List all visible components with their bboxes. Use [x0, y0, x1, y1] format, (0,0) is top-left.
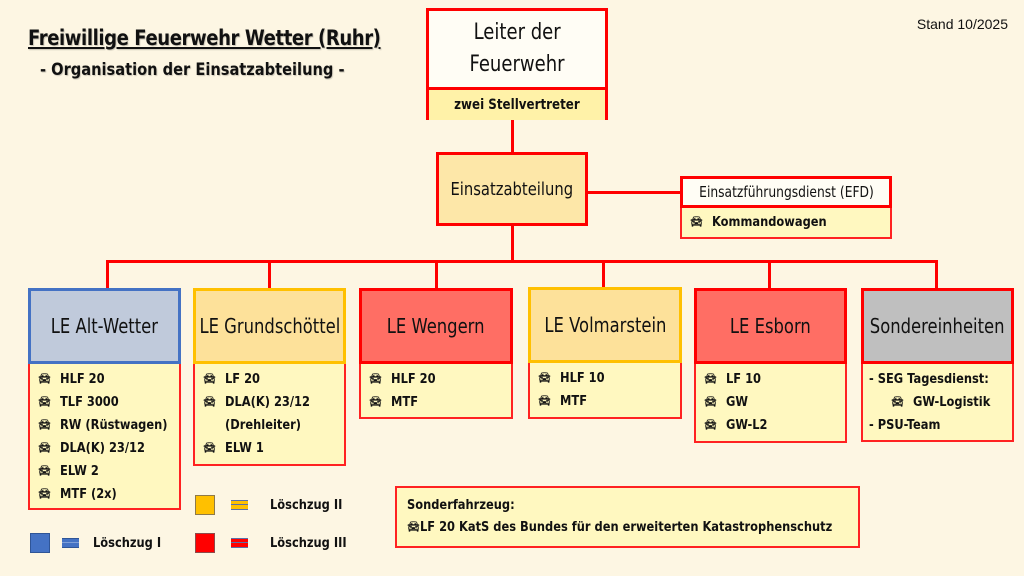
- list-item: 🚘︎HLF 20: [38, 372, 105, 387]
- leiter-deputies: zwei Stellvertreter: [429, 87, 605, 120]
- legend-label: Löschzug II: [270, 497, 343, 513]
- unit-wengern: LE Wengern: [359, 288, 513, 364]
- unit-volmarstein: LE Volmarstein: [528, 287, 682, 363]
- list-item: 🚘︎TLF 3000: [38, 395, 119, 410]
- car-icon: 🚘︎: [38, 397, 51, 408]
- car-icon: 🚘︎: [38, 420, 51, 431]
- list-item: (Drehleiter): [225, 418, 301, 433]
- legend-label: Löschzug I: [93, 535, 162, 551]
- connector-bus: [106, 260, 938, 263]
- car-icon: 🚘︎: [704, 420, 717, 431]
- car-icon: 🚘︎: [407, 521, 420, 533]
- car-icon: 🚘︎: [690, 217, 703, 228]
- list-item: 🚘︎MTF (2x): [38, 487, 117, 502]
- leiter-title: Leiter der Feuerwehr: [429, 11, 605, 87]
- car-icon: 🚘︎: [704, 374, 717, 385]
- list-item: - PSU-Team: [869, 418, 941, 433]
- connector-drop-2: [268, 260, 271, 288]
- car-icon: 🚘︎: [203, 374, 216, 385]
- car-icon: 🚘︎: [369, 397, 382, 408]
- list-item: 🚘︎GW-Logistik: [891, 395, 991, 410]
- leiter-title-line1: Leiter der: [473, 20, 561, 45]
- unit-grundschoettel: LE Grundschöttel: [193, 288, 346, 364]
- connector-drop-1: [106, 260, 109, 288]
- connector-drop-3: [435, 260, 438, 288]
- line-swatch-red: [231, 538, 248, 548]
- sonderfahrzeug-title: Sonderfahrzeug:: [407, 497, 515, 513]
- legend-loeschzug-2: Löschzug II: [195, 494, 352, 516]
- unit-alt-wetter: LE Alt-Wetter: [28, 288, 181, 364]
- unit-grundschoettel-vehicles: 🚘︎LF 20 🚘︎DLA(K) 23/12 (Drehleiter) 🚘︎EL…: [193, 364, 346, 466]
- list-item: 🚘︎HLF 20: [369, 372, 436, 387]
- legend-label: Löschzug III: [270, 535, 347, 551]
- legend-loeschzug-1: Löschzug I: [30, 532, 170, 554]
- list-item: 🚘︎ LF 20 KatS des Bundes für den erweite…: [407, 519, 832, 535]
- connector-leiter-einsatz: [511, 120, 514, 152]
- page-title: Freiwillige Feuerwehr Wetter (Ruhr): [28, 26, 381, 50]
- connector-drop-6: [935, 260, 938, 288]
- sonderfahrzeug-box: Sonderfahrzeug: 🚘︎ LF 20 KatS des Bundes…: [395, 486, 860, 548]
- car-icon: 🚘︎: [38, 489, 51, 500]
- line-swatch-blue: [62, 538, 79, 548]
- list-item: 🚘︎GW: [704, 395, 749, 410]
- line-swatch-yellow: [231, 500, 248, 510]
- car-icon: 🚘︎: [203, 397, 216, 408]
- list-item: 🚘︎DLA(K) 23/12: [203, 395, 310, 410]
- list-item: - SEG Tagesdienst:: [869, 372, 989, 387]
- connector-einsatz-efd: [588, 191, 680, 194]
- list-item: 🚘︎GW-L2: [704, 418, 768, 433]
- page-subtitle: - Organisation der Einsatzabteilung -: [40, 60, 345, 80]
- unit-alt-wetter-vehicles: 🚘︎HLF 20 🚘︎TLF 3000 🚘︎RW (Rüstwagen) 🚘︎D…: [28, 364, 181, 510]
- unit-esborn: LE Esborn: [694, 288, 847, 364]
- car-icon: 🚘︎: [538, 396, 551, 407]
- connector-einsatz-bus: [511, 226, 514, 262]
- unit-volmarstein-vehicles: 🚘︎HLF 10 🚘︎MTF: [528, 363, 682, 419]
- car-icon: 🚘︎: [891, 397, 904, 408]
- car-icon: 🚘︎: [38, 466, 51, 477]
- list-item: 🚘︎MTF: [369, 395, 419, 410]
- leiter-title-line2: Feuerwehr: [469, 52, 565, 77]
- car-icon: 🚘︎: [538, 373, 551, 384]
- list-item: 🚘︎ELW 2: [38, 464, 99, 479]
- efd-box: Einsatzführungsdienst (EFD): [680, 176, 892, 208]
- car-icon: 🚘︎: [203, 443, 216, 454]
- unit-sondereinheiten: Sondereinheiten: [861, 288, 1014, 364]
- list-item: 🚘︎HLF 10: [538, 371, 605, 386]
- leiter-box: Leiter der Feuerwehr zwei Stellvertreter: [426, 8, 608, 120]
- einsatzabteilung-box: Einsatzabteilung: [436, 152, 588, 226]
- list-item: 🚘︎ELW 1: [203, 441, 264, 456]
- unit-esborn-vehicles: 🚘︎LF 10 🚘︎GW 🚘︎GW-L2: [694, 364, 847, 443]
- color-swatch-red: [195, 533, 215, 553]
- connector-drop-4: [602, 260, 605, 288]
- list-item: 🚘︎LF 10: [704, 372, 762, 387]
- list-item: 🚘︎DLA(K) 23/12: [38, 441, 145, 456]
- efd-vehicle-list: 🚘︎ Kommandowagen: [680, 208, 892, 239]
- list-item: 🚘︎ Kommandowagen: [690, 215, 827, 230]
- list-item: 🚘︎MTF: [538, 394, 588, 409]
- list-item: 🚘︎RW (Rüstwagen): [38, 418, 168, 433]
- connector-drop-5: [768, 260, 771, 288]
- legend-loeschzug-3: Löschzug III: [195, 532, 357, 554]
- car-icon: 🚘︎: [38, 374, 51, 385]
- version-date: Stand 10/2025: [916, 16, 1008, 32]
- car-icon: 🚘︎: [369, 374, 382, 385]
- list-item: 🚘︎LF 20: [203, 372, 261, 387]
- color-swatch-blue: [30, 533, 50, 553]
- car-icon: 🚘︎: [704, 397, 717, 408]
- unit-wengern-vehicles: 🚘︎HLF 20 🚘︎MTF: [359, 364, 513, 419]
- car-icon: 🚘︎: [38, 443, 51, 454]
- color-swatch-yellow: [195, 495, 215, 515]
- unit-sondereinheiten-list: - SEG Tagesdienst: 🚘︎GW-Logistik - PSU-T…: [861, 364, 1014, 442]
